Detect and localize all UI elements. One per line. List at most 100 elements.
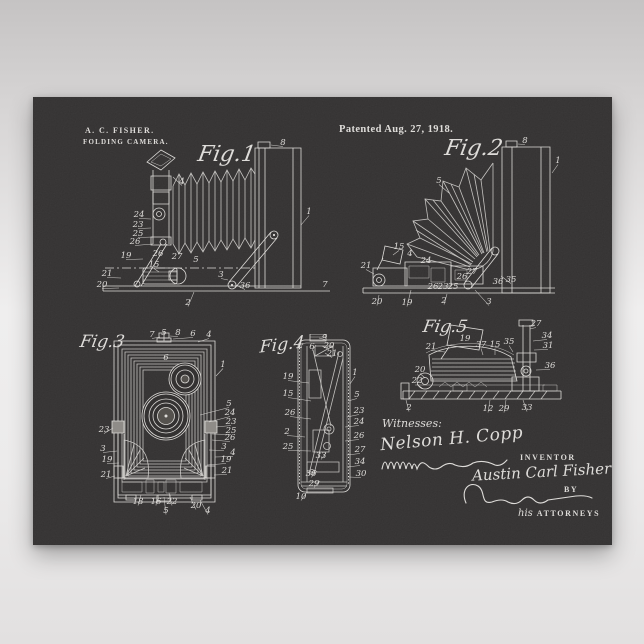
ref-number-27: 27 bbox=[354, 445, 366, 455]
fig4-ref-numbers: 8620211911552623242262527333436302910 bbox=[282, 334, 367, 502]
patent-date: Patented Aug. 27, 1918. bbox=[339, 124, 453, 135]
ref-number-4: 4 bbox=[406, 249, 412, 259]
ref-number-26: 26 bbox=[129, 237, 141, 247]
ref-number-8: 8 bbox=[522, 137, 528, 146]
fig1-lens-standard bbox=[147, 150, 175, 245]
ref-number-27: 27 bbox=[530, 319, 542, 329]
fig2-base-assembly bbox=[363, 246, 555, 293]
ref-number-20: 20 bbox=[96, 280, 108, 290]
ref-number-8: 8 bbox=[280, 138, 286, 148]
ref-number-10: 10 bbox=[296, 492, 307, 502]
ref-number-4: 4 bbox=[178, 177, 184, 187]
ref-number-5: 5 bbox=[163, 506, 168, 516]
fig1-baseboard bbox=[103, 268, 330, 291]
fig3-drawing: 758646152423252634192123319211816225204 bbox=[78, 329, 246, 529]
ref-number-7: 7 bbox=[149, 330, 155, 340]
ref-number-22: 22 bbox=[411, 376, 423, 386]
fig2-ref-numbers: 815154212427262623253635201923 bbox=[360, 137, 561, 308]
ref-number-33: 33 bbox=[522, 403, 533, 413]
ref-number-27: 27 bbox=[466, 267, 478, 277]
ref-number-19: 19 bbox=[402, 298, 413, 308]
ref-number-1: 1 bbox=[352, 368, 357, 378]
ref-number-19: 19 bbox=[283, 372, 294, 382]
witnesses-heading: Witnesses: bbox=[382, 417, 442, 430]
fig2-camera-body bbox=[502, 141, 550, 293]
ref-number-24: 24 bbox=[133, 210, 145, 220]
ref-number-26: 26 bbox=[152, 249, 164, 259]
fig5-post bbox=[512, 320, 539, 391]
ref-number-2: 2 bbox=[283, 427, 289, 437]
ref-number-2: 2 bbox=[184, 298, 190, 308]
ref-number-7: 7 bbox=[322, 280, 328, 290]
ref-number-15: 15 bbox=[394, 242, 405, 252]
ref-number-30: 30 bbox=[356, 469, 367, 479]
fig1-brace-rod bbox=[228, 231, 278, 289]
ref-number-29: 29 bbox=[498, 404, 510, 414]
fig3-viewfinder-lens bbox=[169, 363, 201, 395]
ref-number-36: 36 bbox=[545, 361, 556, 371]
fig1-carriage bbox=[143, 268, 186, 284]
patent-inventor-name: A. C. FISHER. bbox=[85, 126, 155, 135]
ref-number-8: 8 bbox=[322, 334, 328, 341]
ref-number-31: 31 bbox=[543, 341, 554, 351]
ref-number-34: 34 bbox=[542, 331, 553, 341]
ref-number-2: 2 bbox=[440, 296, 446, 306]
fig1-drawing: 84124232526192615275212033672 bbox=[93, 137, 333, 315]
ref-number-21: 21 bbox=[326, 349, 338, 359]
ref-number-1: 1 bbox=[220, 360, 225, 370]
fig4-drawing: 8620211911552623242262527333436302910 bbox=[255, 334, 373, 506]
ref-number-8: 8 bbox=[175, 329, 181, 338]
attorneys-line: his ATTORNEYS bbox=[518, 503, 600, 521]
ref-number-26: 26 bbox=[353, 431, 365, 441]
fig5-cam-body bbox=[426, 343, 517, 387]
ref-number-29: 29 bbox=[308, 479, 320, 489]
ref-number-5: 5 bbox=[354, 390, 359, 400]
ref-number-36: 36 bbox=[240, 281, 251, 291]
ref-number-26: 26 bbox=[456, 272, 468, 282]
ref-number-6: 6 bbox=[309, 342, 315, 352]
ref-number-23: 23 bbox=[353, 406, 365, 416]
ref-number-4: 4 bbox=[204, 506, 210, 516]
ref-number-18: 18 bbox=[133, 497, 144, 507]
fig3-spring-fans bbox=[124, 440, 205, 478]
ref-number-24: 24 bbox=[353, 417, 365, 427]
ref-number-19: 19 bbox=[102, 455, 113, 465]
fig2-drawing: 815154212427262623253635201923 bbox=[353, 137, 583, 312]
ref-number-35: 35 bbox=[506, 275, 517, 285]
fig5-ref-numbers: 19212734313515373620222122933 bbox=[405, 319, 556, 414]
ref-number-3: 3 bbox=[100, 444, 105, 454]
ref-number-34: 34 bbox=[355, 457, 366, 467]
ref-number-35: 35 bbox=[504, 337, 515, 347]
ref-number-3: 3 bbox=[486, 297, 491, 307]
fig1-camera-body bbox=[255, 142, 301, 288]
fig2-fan-bellows bbox=[407, 163, 493, 270]
ref-number-5: 5 bbox=[193, 255, 198, 265]
ref-number-4: 4 bbox=[205, 330, 211, 340]
ref-number-5: 5 bbox=[436, 176, 441, 186]
patent-art-poster[interactable]: A. C. FISHER. FOLDING CAMERA. Patented A… bbox=[33, 97, 612, 545]
fig1-bellows bbox=[173, 168, 255, 254]
ref-number-27: 27 bbox=[171, 252, 183, 262]
ref-number-5: 5 bbox=[161, 329, 166, 338]
ref-number-3: 3 bbox=[218, 270, 223, 280]
ref-number-19: 19 bbox=[221, 455, 232, 465]
ref-number-33: 33 bbox=[316, 451, 327, 461]
ref-number-1: 1 bbox=[306, 207, 311, 217]
ref-number-15: 15 bbox=[149, 260, 160, 270]
ref-number-1: 1 bbox=[555, 156, 560, 166]
ref-number-21: 21 bbox=[360, 261, 372, 271]
ref-number-36: 36 bbox=[306, 469, 317, 479]
fig5-drawing: 19212734313515373620222122933 bbox=[395, 319, 570, 424]
ref-number-6: 6 bbox=[163, 353, 169, 363]
ref-number-21: 21 bbox=[101, 269, 113, 279]
signature-block: Witnesses: Nelson H. Copp INVENTOR Austi… bbox=[380, 415, 608, 540]
ref-number-3: 3 bbox=[221, 442, 226, 452]
ref-number-37: 37 bbox=[476, 340, 487, 350]
ref-number-25: 25 bbox=[282, 442, 294, 452]
ref-number-21: 21 bbox=[221, 466, 233, 476]
ref-number-16: 16 bbox=[151, 497, 162, 507]
ref-number-20: 20 bbox=[371, 297, 383, 307]
ref-number-15: 15 bbox=[283, 389, 294, 399]
ref-number-20: 20 bbox=[190, 501, 202, 511]
